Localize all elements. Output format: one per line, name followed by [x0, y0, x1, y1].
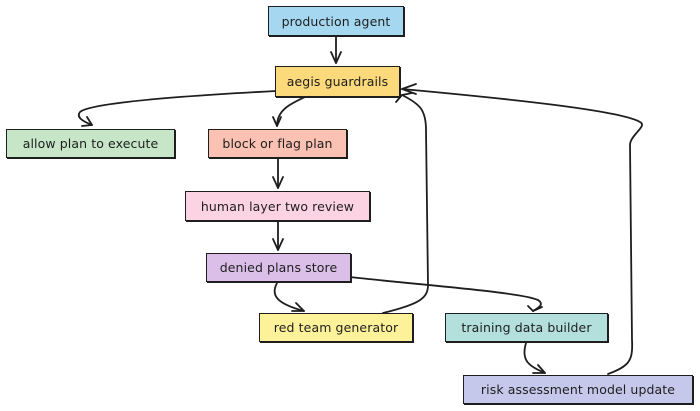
node-label: allow plan to execute — [22, 136, 159, 151]
node-label: block or flag plan — [222, 136, 333, 151]
edge-denied-to-training — [349, 276, 543, 312]
edge-aegis-to-block — [272, 96, 306, 127]
edge-aegis-to-allow — [77, 90, 277, 127]
node-label: production agent — [281, 13, 391, 29]
node-label: red team generator — [273, 320, 399, 335]
node-block-or-flag[interactable]: block or flag plan — [208, 129, 347, 158]
node-label: risk assessment model update — [480, 382, 676, 397]
node-red-team[interactable]: red team generator — [259, 313, 413, 342]
node-training-data[interactable]: training data builder — [445, 313, 608, 342]
node-risk-model[interactable]: risk assessment model update — [463, 375, 693, 404]
edge-redteam-to-aegis — [382, 92, 429, 314]
node-label: training data builder — [461, 320, 592, 335]
edge-human-to-denied — [272, 221, 284, 251]
node-label: aegis guardrails — [286, 74, 389, 89]
node-label: human layer two review — [200, 198, 355, 214]
node-label: denied plans store — [219, 260, 338, 275]
edge-training-to-risk — [523, 342, 546, 374]
node-allow-plan[interactable]: allow plan to execute — [6, 129, 175, 158]
node-denied-plans[interactable]: denied plans store — [206, 253, 351, 282]
edge-block-to-human — [272, 158, 284, 189]
node-aegis-guardrails[interactable]: aegis guardrails — [275, 66, 400, 97]
node-production-agent[interactable]: production agent — [268, 6, 404, 36]
node-human-review[interactable]: human layer two review — [185, 191, 370, 221]
edge-denied-to-redteam — [273, 282, 305, 312]
edge-risk-to-aegis — [401, 83, 643, 375]
edge-production-to-aegis — [330, 35, 342, 64]
